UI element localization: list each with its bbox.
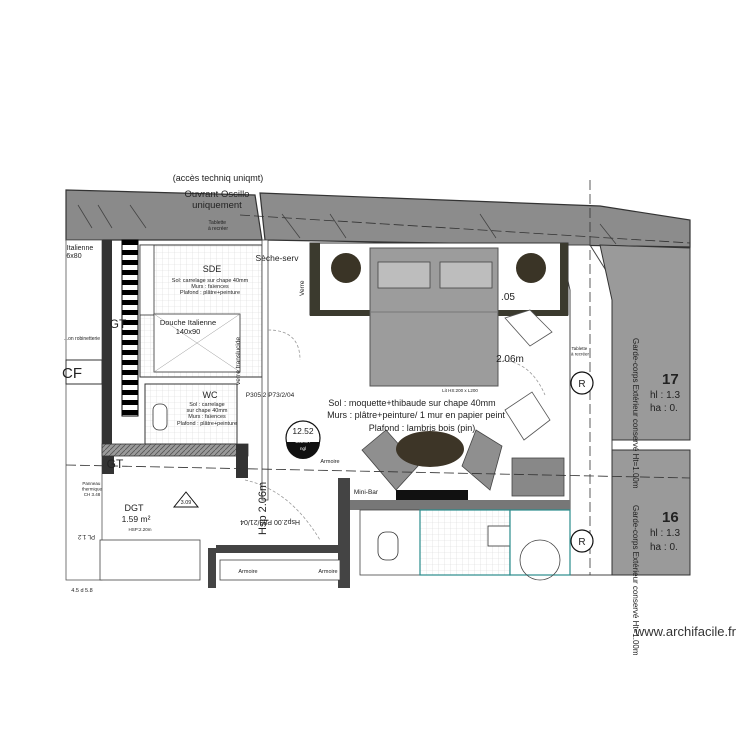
sde-desc2: Murs : faïences: [191, 284, 229, 290]
text-line: à recréer: [208, 226, 228, 232]
room-16-ha: ha : 0.: [650, 542, 678, 553]
wc-desc4: Plafond : plâtre+peinture: [177, 421, 237, 427]
chambre-desc1: Sol : moquette+thibaude sur chape 40mm: [328, 398, 495, 408]
gt-corridor: [101, 443, 249, 478]
chambre-desc3: Plafond : lambris bois (pin): [369, 423, 476, 433]
chambre-area-unit: ngl: [300, 446, 306, 451]
wc-desc1: Sol : carrelage: [189, 402, 224, 408]
stair-ladder: [121, 239, 139, 417]
sde-desc3: Plafond : plâtre+peinture: [180, 290, 240, 296]
garde-corps-16: Garde-corps Extérieur conservé Ht=1.00m: [631, 505, 640, 656]
douche-name: Douche Italienne: [160, 318, 216, 327]
seche-serv-label: Sèche-serv: [256, 253, 300, 263]
sde-name: SDE: [203, 264, 222, 274]
room-17-number: 17: [662, 371, 679, 388]
chambre-area-badge: [285, 420, 321, 459]
chambre-area: 12.52: [292, 426, 314, 436]
hsp-right-label: 2.06m: [496, 354, 524, 365]
p305-label: P305.2 P73/2/04: [246, 392, 295, 399]
garde-corps-17: Garde-corps Extérieur conservé Ht=1.00m: [631, 338, 640, 489]
right-wall: [559, 244, 691, 576]
wc-desc3: Murs : faïences: [188, 414, 226, 420]
text-line: thermique: [82, 486, 103, 491]
right-tablette-note: Tablette à recréer: [571, 346, 590, 356]
verre-label: Verre: [299, 280, 306, 296]
room-16-number: 16: [662, 509, 679, 526]
bed: [369, 247, 499, 387]
mini-bar-label: Mini-Bar: [354, 489, 379, 496]
r-symbol-bottom: R: [578, 537, 585, 548]
sde-desc1: Sol: carrelage sur chape 40mm: [172, 278, 249, 284]
douche-size: 140x90: [176, 327, 201, 336]
left-note: ...on robinetterie: [64, 336, 100, 342]
wc-room: [144, 383, 238, 445]
dim-row-label: PL 1.2: [77, 533, 95, 539]
dgt-area-badge: [172, 491, 200, 508]
room-17-ha: ha : 0.: [650, 403, 678, 414]
dgt-badge-text: 3.09: [181, 500, 192, 506]
wc-name: WC: [203, 390, 218, 400]
dgt-area: 1.59 m²: [122, 514, 151, 524]
left-top-size: 6x80: [66, 253, 81, 260]
lit-note: Lit HS:200 x L200: [442, 388, 478, 393]
armoire-bottom-1: Armoire: [238, 569, 257, 575]
left-top-label: Italienne: [67, 245, 94, 252]
r-symbols: [570, 371, 594, 553]
access-note: (accès techniq uniqmt): [173, 173, 264, 183]
chambre-area-sub: 398.84: [295, 439, 311, 445]
r-symbol-top: R: [578, 379, 585, 390]
watermark: www.archifacile.fr: [634, 624, 736, 639]
top-wall: [65, 189, 691, 248]
gt-bottom-label: GT: [107, 457, 124, 471]
interior-walls: [208, 239, 570, 588]
tablette-note: Tablette à recréer: [208, 220, 228, 232]
chambre-desc2: Murs : plâtre+peinture/ 1 mur en papier …: [327, 410, 505, 420]
room-17-hl: hl : 1.3: [650, 390, 680, 401]
left-strip: [65, 239, 112, 581]
door-arcs: [244, 329, 546, 541]
sde-room: [139, 244, 263, 378]
armoire-top-label: Armoire: [320, 459, 339, 465]
lower-rooms: [99, 509, 571, 581]
hsp-vertical-label: Hsp 2.06m: [257, 482, 269, 535]
seating: [361, 429, 565, 500]
dgt-name: DGT: [125, 503, 145, 513]
dim-05-label: .05: [501, 292, 515, 303]
gx-label: 4.5 d 5.8: [71, 588, 92, 594]
window-note-line1: Ouvrant Oscillo: [185, 189, 250, 200]
verre-translucide-label: verre translucide: [235, 337, 242, 385]
window-note-line2: uniquement: [192, 200, 242, 211]
gt-top-label: GT: [110, 317, 127, 331]
cf-label: CF: [62, 365, 82, 382]
wc-desc2: sur chape 40mm: [187, 408, 228, 414]
text-line: à recréer: [571, 351, 590, 356]
room-16-hl: hl : 1.3: [650, 528, 680, 539]
chairs-outline: [504, 309, 553, 441]
rotated-label: Hsp2.00 P89/21/04: [240, 518, 300, 525]
armoire-bottom-2: Armoire: [318, 569, 337, 575]
dgt-hsp: HSP:2.20m: [128, 527, 151, 532]
text-line: CH 3.48: [84, 492, 101, 497]
